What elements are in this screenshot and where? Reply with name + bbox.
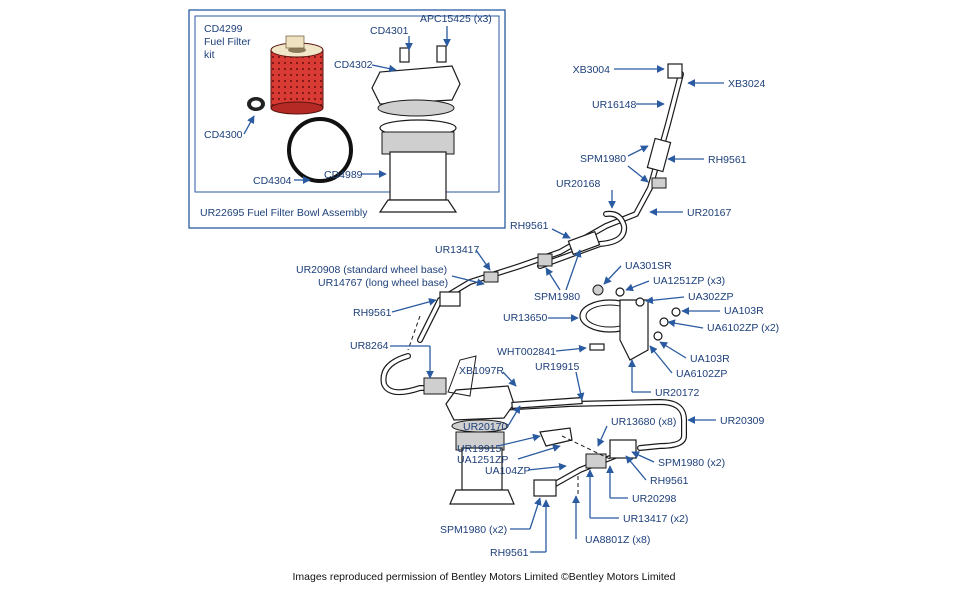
- label-ua103r-top: UA103R: [724, 305, 764, 317]
- clip-mid: [537, 253, 553, 267]
- label-rh9561-right: RH9561: [650, 475, 689, 487]
- label-ur13417-x2: UR13417 (x2): [623, 513, 688, 525]
- label-ua8801z-x8: UA8801Z (x8): [585, 534, 650, 546]
- coupling-bottom-left: [533, 479, 557, 497]
- inset-filter-kit-name: Fuel Filter: [204, 36, 251, 48]
- label-ua6102zp: UA6102ZP: [676, 368, 727, 380]
- label-ua1251zp: UA1251ZP: [457, 454, 508, 466]
- label-ur19915-top: UR19915: [535, 361, 580, 373]
- hose-couplings: [423, 63, 683, 497]
- label-ur20309: UR20309: [720, 415, 765, 427]
- coupling-right: [609, 439, 637, 459]
- label-xb3024: XB3024: [728, 78, 766, 90]
- label-ur20172: UR20172: [655, 387, 700, 399]
- label-apc15425: APC15425 (x3): [420, 13, 492, 25]
- label-ur20298: UR20298: [632, 493, 677, 505]
- inset-filter-kit-suffix: kit: [204, 49, 215, 61]
- fuel-filter-element: [270, 35, 324, 115]
- label-rh9561-top: RH9561: [708, 154, 747, 166]
- label-cd4304: CD4304: [253, 175, 292, 187]
- label-ur13417: UR13417: [435, 244, 480, 256]
- union-top: [667, 63, 683, 79]
- label-xb3004: XB3004: [573, 64, 611, 76]
- label-cd4302: CD4302: [334, 59, 373, 71]
- label-spm1980-x2-left: SPM1980 (x2): [440, 524, 507, 536]
- label-ur16148: UR16148: [592, 99, 637, 111]
- label-ua103r-bottom: UA103R: [690, 353, 730, 365]
- label-ur20170: UR20170: [463, 421, 508, 433]
- clip-top: [651, 177, 667, 189]
- label-cd4300: CD4300: [204, 129, 243, 141]
- label-xb1097r: XB1097R: [459, 365, 504, 377]
- label-ur14767: UR14767 (long wheel base): [318, 277, 448, 289]
- label-ua302zp: UA302ZP: [688, 291, 734, 303]
- label-ur20168: UR20168: [556, 178, 601, 190]
- inset-filter-kit-code: CD4299: [204, 23, 243, 35]
- inset-inner-border: [194, 15, 500, 193]
- label-cd4989: CD4989: [324, 169, 363, 181]
- seal-ring-small: [247, 97, 265, 111]
- part-labels: XB3004 XB3024 UR16148 SPM1980 RH9561 UR2…: [296, 64, 779, 559]
- label-spm1980-top: SPM1980: [580, 153, 626, 165]
- label-ur13680-x8: UR13680 (x8): [611, 416, 676, 428]
- label-rh9561-left: RH9561: [353, 307, 392, 319]
- inset-caption: UR22695 Fuel Filter Bowl Assembly: [200, 207, 368, 219]
- hose-left: [439, 291, 461, 307]
- o-ring-large: [287, 117, 353, 183]
- hose-top: [646, 137, 672, 173]
- label-ua1251zp-x3: UA1251ZP (x3): [653, 275, 725, 287]
- clip-ur13417: [483, 271, 499, 283]
- label-ua6102zp-x2: UA6102ZP (x2): [707, 322, 779, 334]
- lower-filter-assembly: [445, 355, 583, 505]
- label-spm1980-x2-right: SPM1980 (x2): [658, 457, 725, 469]
- label-spm1980-mid: SPM1980: [534, 291, 580, 303]
- fuel-filter-bowl-inset: CD4299 Fuel Filter kit CD4301 APC15425 (…: [188, 9, 506, 229]
- label-ua301sr: UA301SR: [625, 260, 672, 272]
- label-wht002841: WHT002841: [497, 346, 556, 358]
- label-cd4301: CD4301: [370, 25, 409, 37]
- copyright-credit: Images reproduced permission of Bentley …: [293, 571, 676, 583]
- coupling-ur20298: [585, 453, 607, 469]
- label-ur20167: UR20167: [687, 207, 732, 219]
- label-ua104zp: UA104ZP: [485, 465, 531, 477]
- hose-mid: [567, 230, 601, 256]
- coupling-xb1097r: [423, 377, 447, 395]
- label-ur8264: UR8264: [350, 340, 389, 352]
- label-ur13650: UR13650: [503, 312, 548, 324]
- label-rh9561-bottom: RH9561: [490, 547, 529, 559]
- clamp-assembly: [579, 284, 681, 361]
- filter-head-and-bowl: [371, 45, 461, 213]
- label-ur19915-bottom: UR19915: [457, 443, 502, 455]
- label-rh9561-mid: RH9561: [510, 220, 549, 232]
- label-ur20908: UR20908 (standard wheel base): [296, 264, 447, 276]
